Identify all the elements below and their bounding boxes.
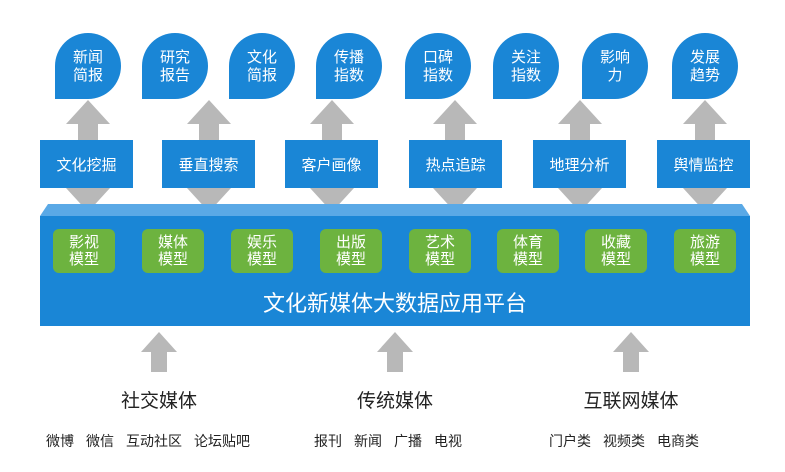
up-arrow-icon — [377, 332, 413, 372]
output-drop-5: 口碑 指数 — [405, 33, 471, 99]
model-box-2: 媒体 模型 — [142, 229, 204, 273]
source-item: 微信 — [86, 434, 114, 450]
platform-top-edge — [40, 204, 750, 216]
function-box-3: 客户画像 — [285, 140, 378, 188]
source-items-traditional: 报刊新闻广播电视 — [314, 431, 474, 451]
source-item: 电视 — [434, 434, 462, 450]
model-box-1: 影视 模型 — [53, 229, 115, 273]
model-box-6: 体育 模型 — [497, 229, 559, 273]
source-item: 电商类 — [657, 434, 699, 450]
source-item: 视频类 — [603, 434, 645, 450]
source-item: 论坛贴吧 — [194, 434, 250, 450]
source-item: 门户类 — [549, 434, 591, 450]
function-box-4: 热点追踪 — [409, 140, 502, 188]
platform-title: 文化新媒体大数据应用平台 — [262, 292, 527, 317]
source-title-traditional: 传统媒体 — [356, 390, 433, 412]
model-box-3: 娱乐 模型 — [231, 229, 293, 273]
source-item: 报刊 — [314, 434, 342, 450]
up-arrow-icon — [613, 332, 649, 372]
source-title-social: 社交媒体 — [120, 390, 197, 412]
up-arrow-icon — [141, 332, 177, 372]
model-box-4: 出版 模型 — [320, 229, 382, 273]
source-item: 微博 — [46, 434, 74, 450]
model-box-8: 旅游 模型 — [674, 229, 736, 273]
model-box-7: 收藏 模型 — [585, 229, 647, 273]
source-items-social: 微博微信互动社区论坛贴吧 — [46, 431, 262, 451]
output-drop-8: 发展 趋势 — [672, 33, 738, 99]
source-title-internet: 互联网媒体 — [583, 390, 679, 412]
output-drop-4: 传播 指数 — [316, 33, 382, 99]
model-box-5: 艺术 模型 — [409, 229, 471, 273]
output-drop-2: 研究 报告 — [142, 33, 208, 99]
output-drop-1: 新闻 简报 — [55, 33, 121, 99]
function-box-2: 垂直搜索 — [162, 140, 255, 188]
output-drop-7: 影响 力 — [582, 33, 648, 99]
source-items-internet: 门户类视频类电商类 — [549, 431, 711, 451]
function-box-6: 舆情监控 — [657, 140, 750, 188]
output-drop-6: 关注 指数 — [493, 33, 559, 99]
output-drop-3: 文化 简报 — [229, 33, 295, 99]
function-box-5: 地理分析 — [533, 140, 626, 188]
source-item: 广播 — [394, 434, 422, 450]
source-item: 新闻 — [354, 434, 382, 450]
source-item: 互动社区 — [126, 434, 182, 450]
function-box-1: 文化挖掘 — [40, 140, 133, 188]
